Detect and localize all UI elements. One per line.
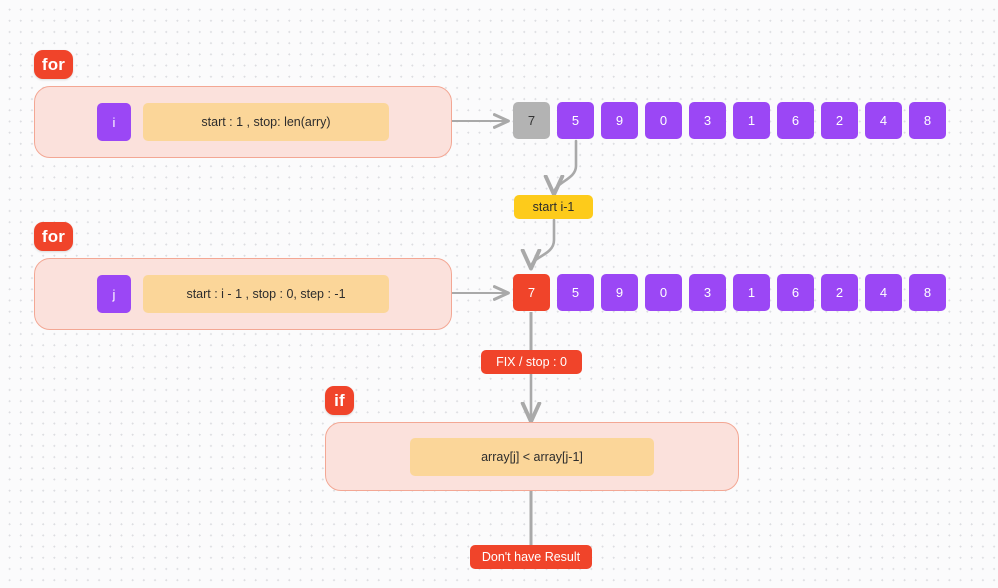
badge-if[interactable]: if	[325, 386, 354, 415]
badge-for-outer[interactable]: for	[34, 50, 73, 79]
outer-loop-range[interactable]: start : 1 , stop: len(arry)	[143, 103, 389, 141]
inner-loop-variable[interactable]: j	[97, 275, 131, 313]
array-cell[interactable]: 5	[557, 102, 594, 139]
connector-array-to-start-pill	[554, 139, 578, 194]
start-index-pill[interactable]: start i-1	[514, 195, 593, 219]
outer-array: 7 5 9 0 3 1 6 2 4 8	[513, 102, 946, 139]
array-cell[interactable]: 0	[645, 274, 682, 311]
array-cell[interactable]: 7	[513, 274, 550, 311]
array-cell[interactable]: 2	[821, 274, 858, 311]
array-cell[interactable]: 9	[601, 102, 638, 139]
inner-loop-range[interactable]: start : i - 1 , stop : 0, step : -1	[143, 275, 389, 313]
array-cell[interactable]: 2	[821, 102, 858, 139]
outer-loop-variable[interactable]: i	[97, 103, 131, 141]
array-cell[interactable]: 5	[557, 274, 594, 311]
array-cell[interactable]: 1	[733, 274, 770, 311]
array-cell[interactable]: 6	[777, 274, 814, 311]
array-cell[interactable]: 4	[865, 102, 902, 139]
connector-start-pill-to-inner-array	[531, 218, 556, 268]
array-cell[interactable]: 3	[689, 102, 726, 139]
inner-array: 7 5 9 0 3 1 6 2 4 8	[513, 274, 946, 311]
badge-for-inner[interactable]: for	[34, 222, 73, 251]
array-cell[interactable]: 8	[909, 102, 946, 139]
array-cell[interactable]: 3	[689, 274, 726, 311]
result-pill[interactable]: Don't have Result	[470, 545, 592, 569]
array-cell[interactable]: 4	[865, 274, 902, 311]
array-cell[interactable]: 0	[645, 102, 682, 139]
fix-stop-pill[interactable]: FIX / stop : 0	[481, 350, 582, 374]
array-cell[interactable]: 9	[601, 274, 638, 311]
inner-loop-block[interactable]: j start : i - 1 , stop : 0, step : -1	[34, 258, 452, 330]
if-condition-block[interactable]: array[j] < array[j-1]	[325, 422, 739, 491]
outer-loop-block[interactable]: i start : 1 , stop: len(arry)	[34, 86, 452, 158]
if-condition-expression[interactable]: array[j] < array[j-1]	[410, 437, 654, 476]
array-cell[interactable]: 8	[909, 274, 946, 311]
array-cell[interactable]: 6	[777, 102, 814, 139]
array-cell[interactable]: 7	[513, 102, 550, 139]
array-cell[interactable]: 1	[733, 102, 770, 139]
